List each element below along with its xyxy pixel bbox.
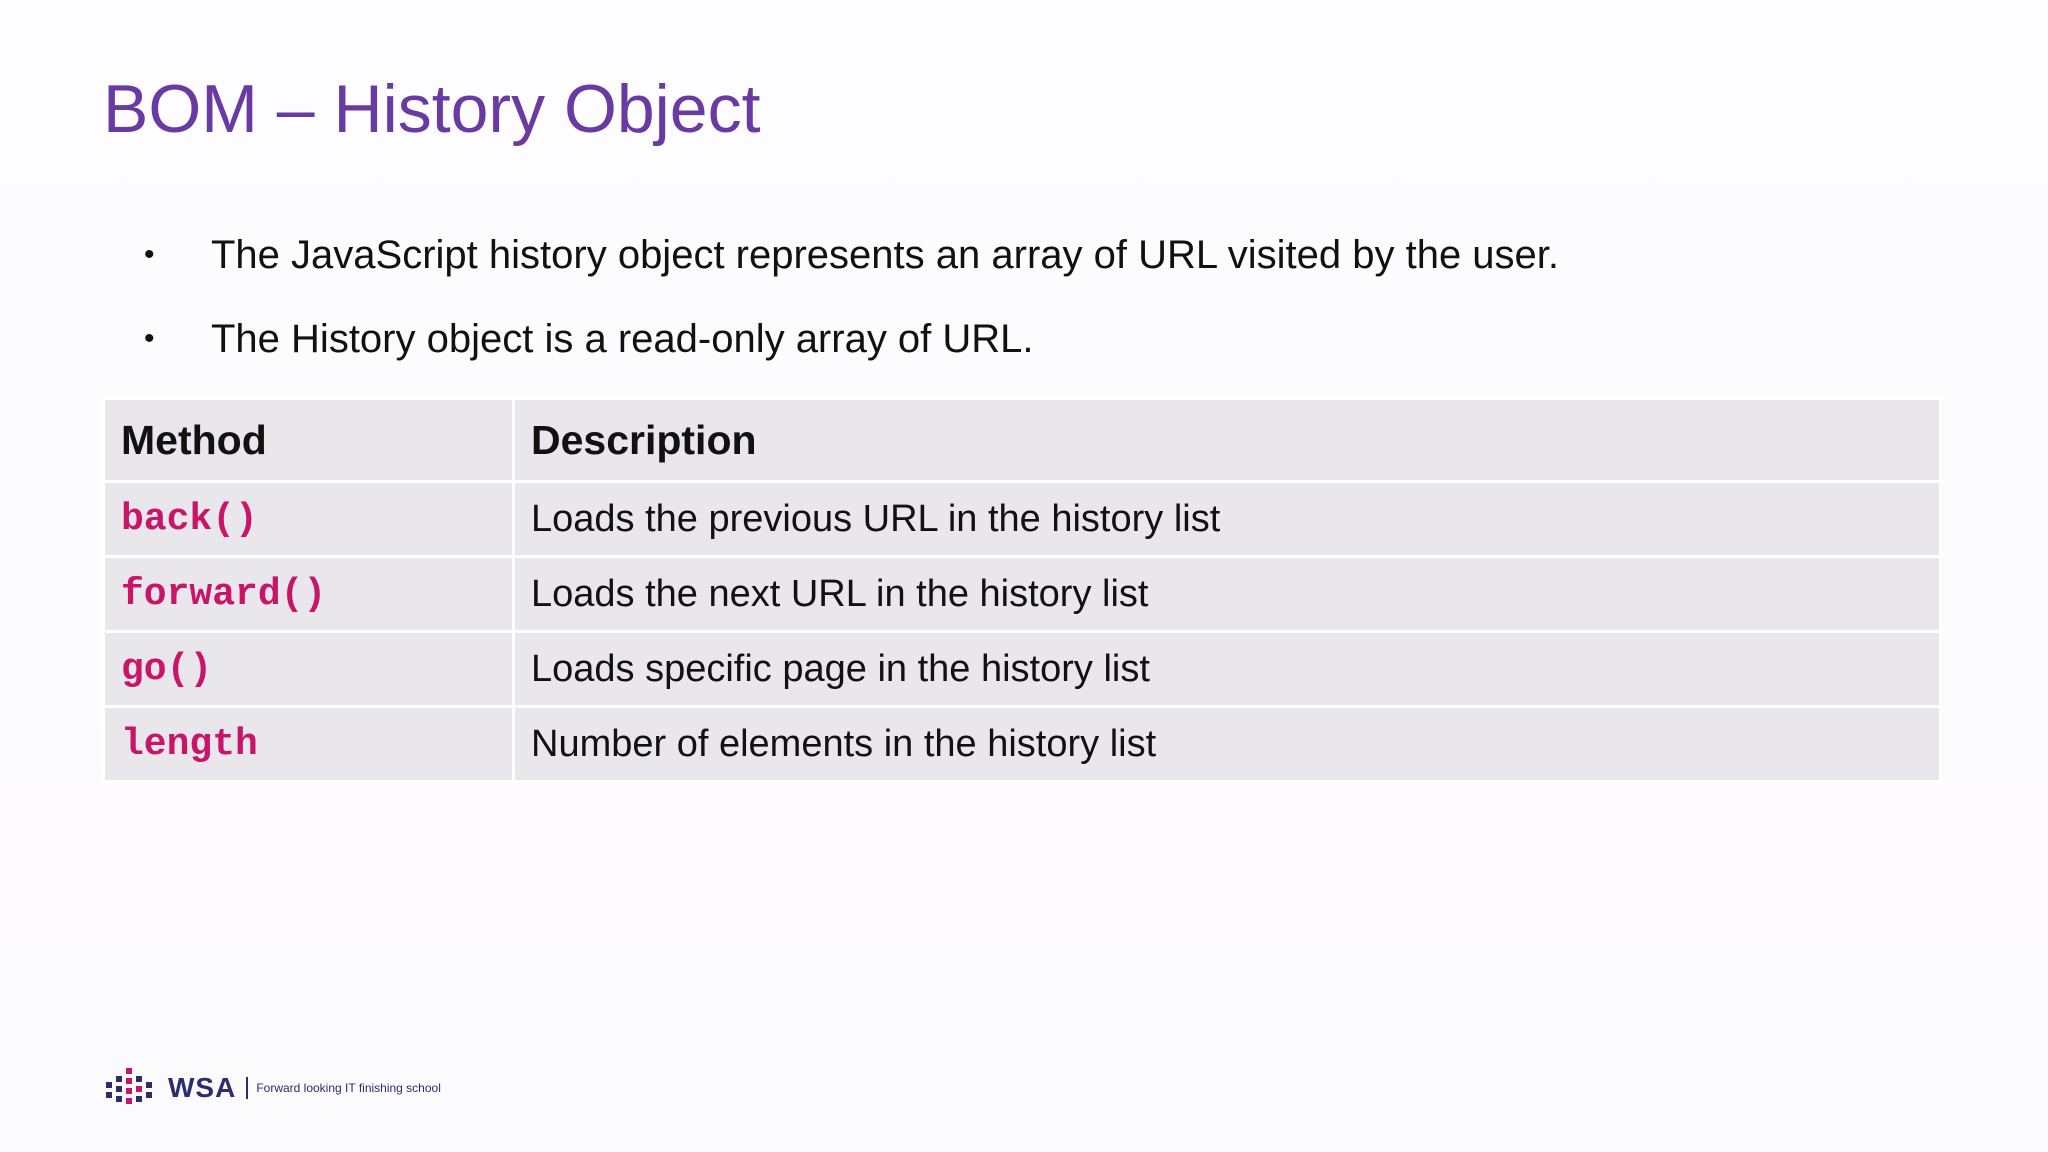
bullet-icon: • bbox=[144, 322, 155, 355]
bullet-icon: • bbox=[144, 238, 155, 271]
bullet-text: The JavaScript history object represents… bbox=[211, 233, 1560, 277]
method-cell: forward() bbox=[102, 555, 515, 633]
bullet-item: • The JavaScript history object represen… bbox=[140, 220, 1559, 304]
slide-title: BOM – History Object bbox=[103, 71, 761, 147]
bullet-item: • The History object is a read-only arra… bbox=[140, 304, 1559, 388]
brand-divider bbox=[246, 1077, 249, 1099]
bullet-text: The History object is a read-only array … bbox=[211, 317, 1034, 361]
column-header-method: Method bbox=[102, 397, 515, 483]
method-cell: go() bbox=[102, 630, 515, 708]
table-row: go() Loads specific page in the history … bbox=[102, 630, 1942, 708]
description-cell: Number of elements in the history list bbox=[512, 705, 1942, 783]
brand-name: WSA bbox=[168, 1072, 237, 1103]
method-cell: back() bbox=[102, 480, 515, 558]
dot-matrix-logo-icon bbox=[106, 1068, 152, 1104]
bullet-list: • The JavaScript history object represen… bbox=[140, 220, 1559, 388]
table-row: back() Loads the previous URL in the his… bbox=[102, 480, 1942, 558]
methods-table: Method Description back() Loads the prev… bbox=[102, 397, 1942, 783]
brand-tagline: Forward looking IT finishing school bbox=[256, 1081, 441, 1095]
column-header-description: Description bbox=[512, 397, 1942, 483]
method-cell: length bbox=[102, 705, 515, 783]
table-row: forward() Loads the next URL in the hist… bbox=[102, 555, 1942, 633]
description-cell: Loads the previous URL in the history li… bbox=[512, 480, 1942, 558]
description-cell: Loads specific page in the history list bbox=[512, 630, 1942, 708]
table-row: length Number of elements in the history… bbox=[102, 705, 1942, 783]
description-cell: Loads the next URL in the history list bbox=[512, 555, 1942, 633]
footer-logo: WSA Forward looking IT finishing school bbox=[104, 1066, 441, 1110]
table-header-row: Method Description bbox=[102, 397, 1942, 483]
